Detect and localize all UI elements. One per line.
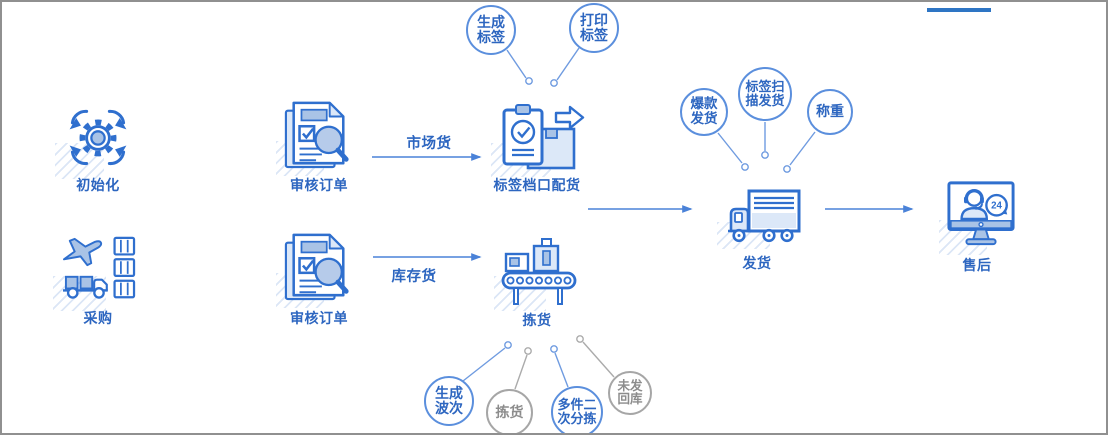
stage-label-review-market: 审核订单 [290, 177, 348, 193]
stage-label-picking: 拣货 [522, 312, 552, 328]
stage-label-init: 初始化 [76, 177, 120, 193]
bubble-line: 拣货 [495, 403, 524, 420]
bubble-line: 标签 [477, 29, 505, 45]
small-truck-icon [63, 275, 108, 299]
flow-arrows [372, 153, 914, 261]
bubble-generate-label: 生成 标签 [466, 5, 516, 55]
bubble-line: 次分拣 [557, 411, 597, 426]
bubble-weigh: 称重 [807, 89, 853, 135]
bubble-line: 生成 [477, 13, 505, 30]
bubble-picking: 拣货 [486, 389, 533, 433]
container-stack-icon [113, 236, 136, 299]
support-agent-icon [960, 189, 989, 221]
badge-24h-icon: 24 [985, 193, 1008, 217]
bubble-line: 回库 [617, 392, 643, 406]
clipboard-check-icon [502, 104, 544, 166]
review-order-icon-stock [276, 231, 353, 308]
stage-label-purchase: 采购 [83, 310, 113, 326]
forward-arrow-icon [554, 105, 585, 130]
bubble-unsent-return: 未发 回库 [608, 371, 652, 415]
review-order-icon-market [276, 99, 353, 176]
purchase-logistics-icon [53, 234, 138, 311]
bubble-line: 标签扫 [745, 78, 785, 94]
bubble-line: 爆款 [690, 96, 718, 112]
bubble-line: 称重 [816, 103, 844, 120]
bubble-line: 波次 [435, 400, 463, 416]
bubble-print-label: 打印 标签 [569, 3, 619, 53]
delivery-truck-icon [717, 188, 802, 249]
clipboard-box-icon [491, 102, 586, 177]
bubble-line: 发货 [690, 111, 718, 126]
bubble-line: 打印 [580, 11, 608, 28]
flow-label-market-goods: 市场货 [406, 136, 452, 152]
bubble-line: 标签 [580, 27, 608, 43]
flow-label-stock-goods: 库存货 [391, 269, 437, 285]
init-gear-sync-icon [55, 100, 134, 179]
support-monitor-icon: 24 [939, 178, 1016, 255]
badge-24-text: 24 [991, 201, 1002, 212]
conveyor-picking-icon [494, 234, 577, 311]
bubble-secondary-sorting: 多件二 次分拣 [551, 386, 603, 433]
bubble-line: 描发货 [745, 93, 785, 108]
bubble-hot-item-ship: 爆款 发货 [680, 88, 728, 136]
gray-leader-lines [514, 335, 615, 390]
stage-label-shipping: 发货 [742, 255, 772, 271]
magnifier-icon [314, 125, 349, 162]
magnifier-icon [314, 257, 349, 294]
stage-label-review-stock: 审核订单 [290, 310, 348, 326]
plane-icon [63, 237, 103, 267]
bubble-generate-wave: 生成 波次 [424, 376, 474, 426]
bubble-line: 多件二 [557, 396, 597, 412]
bubble-label-scan-ship: 标签扫 描发货 [738, 67, 792, 121]
stage-label-aftersales: 售后 [962, 257, 992, 273]
bubble-line: 生成 [435, 384, 463, 401]
top-right-accent-bar [927, 8, 991, 12]
stage-label-allocate: 标签档口配货 [493, 177, 581, 193]
bubble-line: 未发 [617, 378, 643, 393]
